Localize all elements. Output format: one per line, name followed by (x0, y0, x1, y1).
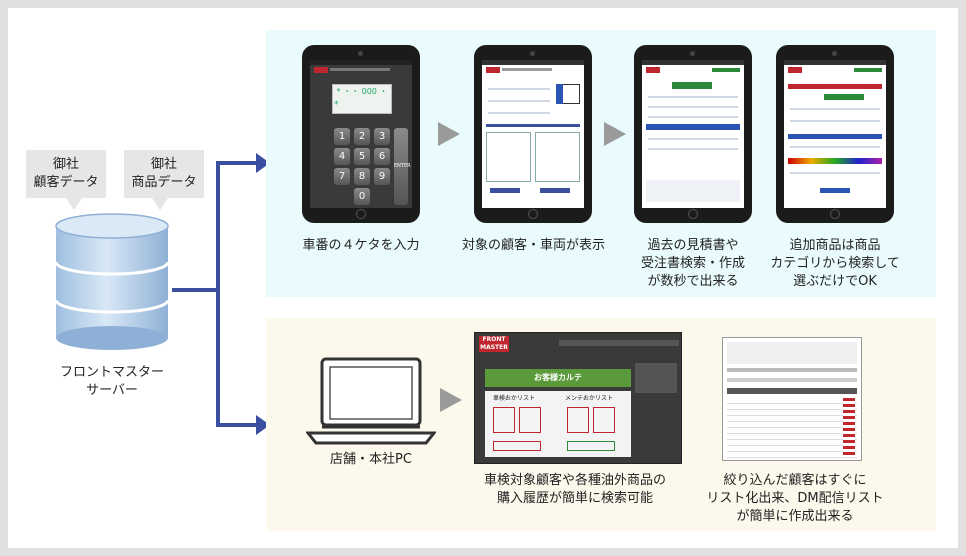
key-8[interactable]: 8 (354, 168, 370, 185)
flow-arrow (604, 122, 626, 146)
callout-line: 顧客データ (33, 175, 99, 190)
tablet-estimate-view (634, 45, 752, 223)
list-screenshot (722, 337, 862, 461)
list-caption-line: が簡単に作成出来る (736, 509, 854, 524)
step-caption: 追加商品は商品 カテゴリから検索して 選ぶだけでOK (764, 237, 906, 291)
step-caption-line: 選ぶだけでOK (793, 274, 877, 289)
server-label-line: フロントマスター (59, 365, 164, 380)
section-label: 車検おかリスト (493, 395, 536, 402)
key-5[interactable]: 5 (354, 148, 370, 165)
karte-button[interactable]: お客様カルテ (485, 369, 631, 387)
callout-line: 御社 (150, 157, 177, 172)
key-9[interactable]: 9 (374, 168, 390, 185)
product-data-callout: 御社 商品データ (124, 150, 204, 210)
callout-line: 御社 (52, 157, 79, 172)
flow-arrow (440, 388, 462, 412)
step-caption-line: 対象の顧客・車両が表示 (462, 238, 606, 253)
key-0[interactable]: 0 (354, 188, 370, 205)
key-1[interactable]: 1 (334, 128, 350, 145)
tablet-keypad: * ・・ 000 ・ * 1 2 3 4 5 6 7 8 9 0 ENTER (302, 45, 420, 223)
server-label: フロントマスター サーバー (52, 364, 172, 400)
step-caption-line: 過去の見積書や (647, 238, 739, 253)
flow-arrow (438, 122, 460, 146)
step-caption: 車番の４ケタを入力 (290, 237, 432, 255)
search-caption-line: 購入履歴が簡単に検索可能 (496, 491, 653, 506)
step-caption: 対象の顧客・車両が表示 (462, 237, 606, 255)
step-caption-line: カテゴリから検索して (770, 256, 900, 271)
step-caption: 過去の見積書や 受注書検索・作成 が数秒で出来る (623, 237, 763, 291)
database-icon (54, 213, 170, 350)
list-caption-line: リスト化出来、DM配信リスト (706, 491, 884, 506)
app-logo: FRONT MASTER (479, 336, 509, 352)
search-caption: 車検対象顧客や各種油外商品の 購入履歴が簡単に検索可能 (450, 472, 700, 508)
tablet-product-search (776, 45, 894, 223)
callout-line: 商品データ (131, 175, 197, 190)
list-caption-line: 絞り込んだ顧客はすぐに (723, 473, 867, 488)
key-3[interactable]: 3 (374, 128, 390, 145)
pc-label: 店舗・本社PC (330, 452, 412, 467)
customer-data-callout: 御社 顧客データ (26, 150, 106, 210)
key-4[interactable]: 4 (334, 148, 350, 165)
tablet-customer-view (474, 45, 592, 223)
app-screenshot: FRONT MASTER お客様カルテ 車検おかリスト メンテおかリスト (474, 332, 682, 464)
plate-display: * ・・ 000 ・ (332, 84, 392, 114)
section-label: メンテおかリスト (565, 395, 614, 402)
server-label-line: サーバー (86, 383, 138, 398)
laptop-icon (306, 357, 436, 445)
step-caption-line: 車番の４ケタを入力 (302, 238, 420, 253)
key-7[interactable]: 7 (334, 168, 350, 185)
list-caption: 絞り込んだ顧客はすぐに リスト化出来、DM配信リスト が簡単に作成出来る (700, 472, 890, 526)
key-6[interactable]: 6 (374, 148, 390, 165)
key-2[interactable]: 2 (354, 128, 370, 145)
step-caption-line: 追加商品は商品 (789, 238, 881, 253)
enter-key[interactable]: ENTER (394, 128, 411, 205)
search-caption-line: 車検対象顧客や各種油外商品の (483, 473, 666, 488)
step-caption-line: が数秒で出来る (647, 274, 739, 289)
step-caption-line: 受注書検索・作成 (640, 256, 745, 271)
